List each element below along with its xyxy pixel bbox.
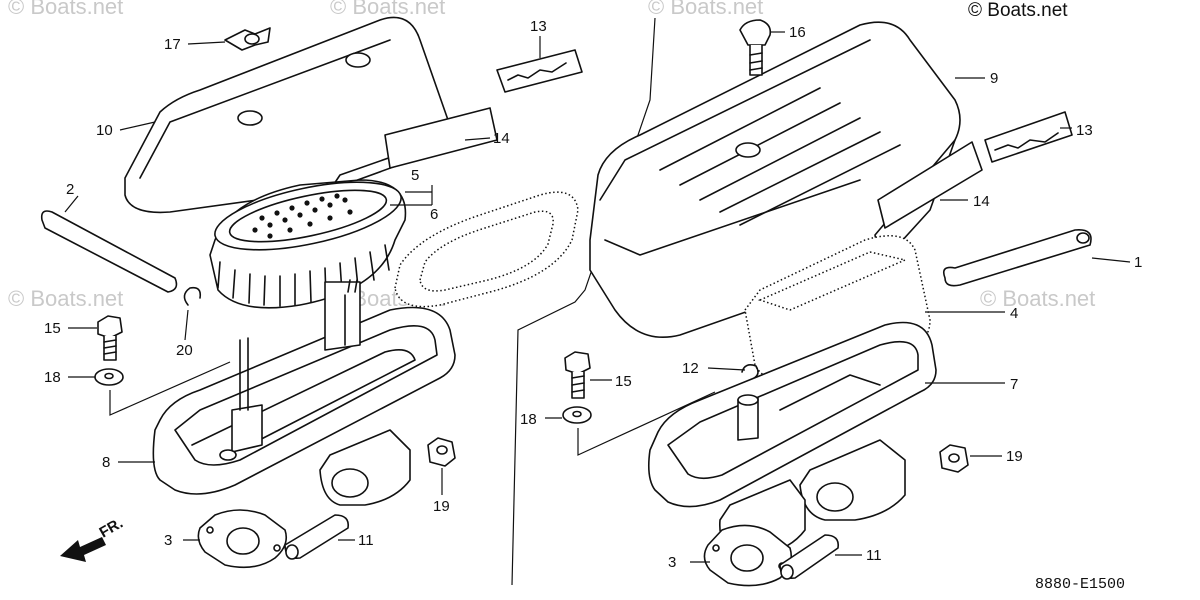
part-19-nut-right <box>939 444 969 473</box>
part-8-case <box>152 279 456 506</box>
callout-1: 1 <box>1134 254 1142 271</box>
callout-16: 16 <box>789 24 806 41</box>
part-19-nut-left <box>427 437 456 467</box>
part-17-wing-nut <box>224 27 271 51</box>
callout-13-right: 13 <box>1076 122 1093 139</box>
watermark-top-mid: © Boats.net <box>330 0 445 19</box>
part-18-washer-right <box>562 406 592 424</box>
part-1-tube <box>942 228 1092 287</box>
front-direction-marker: FR. <box>60 515 126 562</box>
callout-18-left: 18 <box>44 369 61 386</box>
drawing-code: 8880-E1500 <box>1035 576 1125 593</box>
callout-19-left: 19 <box>433 498 450 515</box>
copyright-text: © Boats.net <box>968 0 1068 21</box>
callout-14-right: 14 <box>973 193 990 210</box>
part-15-bolt-left <box>97 315 123 361</box>
part-18-washer-left <box>94 368 124 386</box>
part-3-gasket-left <box>197 509 288 569</box>
callout-3-right: 3 <box>668 554 676 571</box>
callout-5: 5 <box>411 167 419 184</box>
part-2-tube <box>40 210 178 293</box>
watermark-left: © Boats.net <box>8 286 123 311</box>
leaders-left <box>64 36 541 541</box>
callout-6: 6 <box>430 206 438 223</box>
callout-15-left: 15 <box>44 320 61 337</box>
assembly-divider <box>511 17 656 586</box>
callout-3-left: 3 <box>164 532 172 549</box>
part-5-element <box>209 179 407 309</box>
part-3-gasket-right <box>703 524 793 587</box>
callout-4: 4 <box>1010 305 1018 322</box>
callout-12: 12 <box>682 360 699 377</box>
part-11-tube-left <box>284 514 350 560</box>
callout-20: 20 <box>176 342 193 359</box>
part-20-clip <box>183 286 202 306</box>
watermark-top-right: © Boats.net <box>648 0 763 19</box>
part-14-label-right <box>877 141 983 229</box>
callout-numbers: 17 10 2 5 6 14 13 15 18 20 8 3 11 19 16 … <box>44 18 1142 571</box>
callout-13-left: 13 <box>530 18 547 35</box>
front-marker-label: FR. <box>97 515 126 542</box>
part-15-bolt-right <box>564 351 591 399</box>
callout-10: 10 <box>96 122 113 139</box>
callout-18-right: 18 <box>520 411 537 428</box>
part-11-tube-right <box>779 534 840 580</box>
callout-14-left: 14 <box>493 130 510 147</box>
callout-2: 2 <box>66 181 74 198</box>
callout-15-right: 15 <box>615 373 632 390</box>
watermark-right: © Boats.net <box>980 286 1095 311</box>
part-16-knob <box>739 19 772 76</box>
part-10-cover <box>124 16 450 214</box>
callout-11-right: 11 <box>866 547 882 564</box>
leaders-right <box>545 31 1131 563</box>
watermark-top-left: © Boats.net <box>8 0 123 19</box>
callout-7: 7 <box>1010 376 1018 393</box>
part-13-label-plate-right <box>984 111 1073 163</box>
callout-17: 17 <box>164 36 181 53</box>
callout-8: 8 <box>102 454 110 471</box>
part-13-label-plate-left <box>496 49 583 93</box>
callout-9: 9 <box>990 70 998 87</box>
callout-19-right: 19 <box>1006 448 1023 465</box>
part-6-foam <box>394 191 579 308</box>
front-arrow-icon <box>60 537 106 562</box>
element-holes <box>252 193 353 239</box>
callout-11-left: 11 <box>358 532 374 549</box>
part-14-label-left <box>384 107 498 169</box>
